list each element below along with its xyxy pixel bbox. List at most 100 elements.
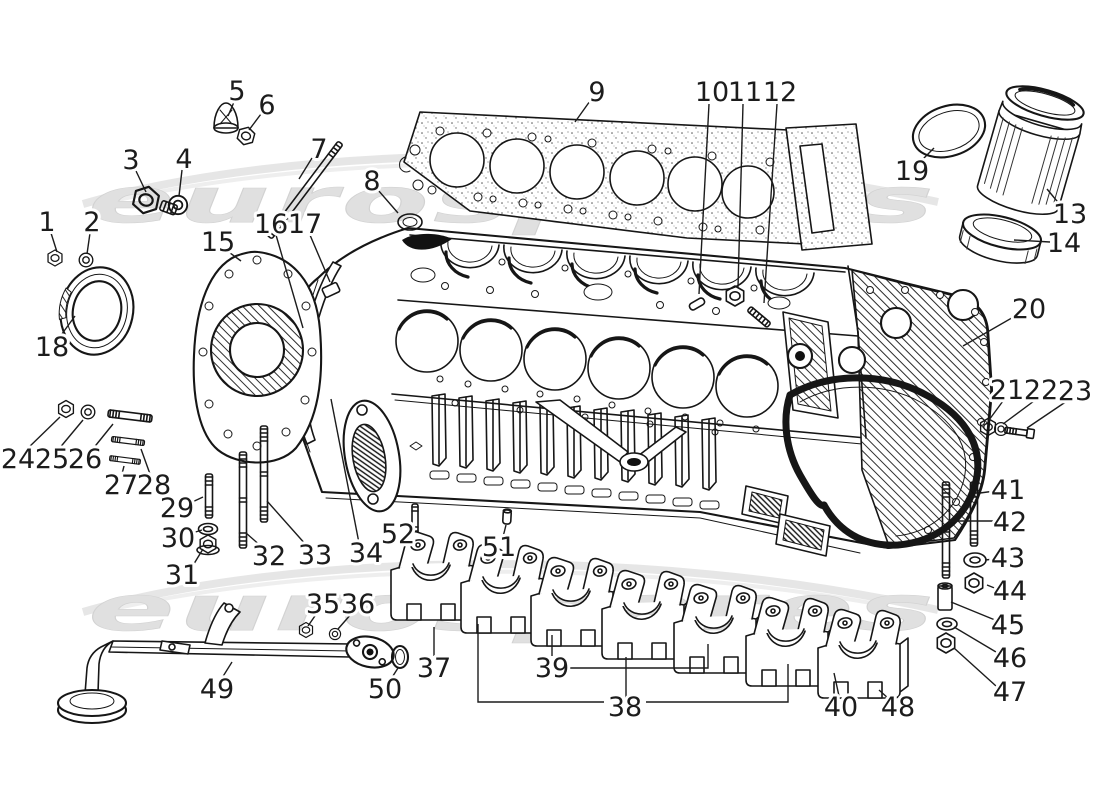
leader-line-33 (266, 500, 308, 547)
leader-line-36 (337, 612, 353, 630)
liner-oring-19 (911, 103, 987, 159)
callout-39: 39 (535, 653, 569, 684)
skirt-windows (429, 470, 720, 510)
callout-45: 45 (991, 610, 1025, 641)
stud-7 (267, 141, 343, 239)
nut-44 (964, 572, 984, 594)
callout-27: 27 (104, 470, 138, 501)
oil-pickup-pipe (56, 602, 410, 725)
callout-25: 25 (35, 444, 69, 475)
callout-13: 13 (1053, 199, 1087, 230)
leader-line-4 (178, 169, 183, 197)
deck-holes (410, 258, 804, 324)
flywheel-end (741, 265, 992, 557)
leader-line-21 (988, 400, 1004, 421)
callout-51: 51 (482, 532, 516, 563)
washer-30 (197, 522, 219, 536)
leader-line-32 (245, 532, 263, 548)
leader-line-12 (763, 103, 778, 304)
washer-2 (78, 252, 94, 268)
leader-line-43 (984, 558, 996, 561)
oil-pump-brace (409, 399, 687, 472)
leader-line-30 (188, 529, 203, 535)
callout-47: 47 (993, 677, 1027, 708)
callout-11: 11 (728, 77, 762, 108)
oring-8 (397, 213, 423, 231)
callout-6: 6 (258, 90, 275, 121)
callout-10: 10 (695, 77, 729, 108)
callout-1: 1 (38, 207, 55, 238)
callout-33: 33 (298, 540, 332, 571)
cylinder-liner-13 (976, 85, 1085, 216)
callout-15: 15 (201, 227, 235, 258)
engine-block (286, 226, 994, 557)
leader-line-35 (307, 612, 318, 627)
callout-22: 22 (1024, 375, 1058, 406)
leader-line-23 (1026, 400, 1068, 429)
callout-20: 20 (1012, 294, 1046, 325)
callout-40: 40 (824, 692, 858, 723)
leader-line-44 (986, 584, 998, 590)
front-cover-plate (192, 250, 323, 464)
callout-46: 46 (993, 643, 1027, 674)
crank-scallops (395, 309, 779, 418)
leader-line-48 (878, 689, 890, 700)
callout-28: 28 (137, 470, 171, 501)
nut-24 (57, 399, 75, 419)
callout-29: 29 (160, 493, 194, 524)
cylinder-liner-group (911, 85, 1085, 265)
callout-42: 42 (993, 507, 1027, 538)
nut-47 (936, 632, 956, 654)
callout-37: 37 (417, 653, 451, 684)
leader-line-40 (833, 672, 840, 697)
oring-50 (390, 644, 410, 670)
spacer-45 (937, 582, 953, 611)
washer-25 (80, 404, 96, 420)
leader-line-41 (979, 490, 996, 494)
leader-line-39 (568, 644, 709, 669)
stud-26 (106, 409, 154, 423)
washer-43 (963, 552, 987, 568)
callout-30: 30 (161, 523, 195, 554)
pickup-bracket (159, 602, 241, 655)
leader-line-45 (950, 601, 996, 621)
leader-line-20 (962, 314, 1018, 347)
callout-21: 21 (990, 375, 1024, 406)
callout-38: 38 (608, 692, 642, 723)
leader-line-16 (275, 234, 304, 329)
leader-line-28 (140, 448, 151, 475)
leader-line-49 (221, 661, 233, 679)
bolt-23 (1004, 426, 1036, 440)
leader-line-27 (121, 465, 125, 475)
sump-gasket-rim (782, 374, 982, 549)
pickup-flange (345, 635, 395, 669)
leader-line-9 (574, 100, 591, 123)
nut-6 (235, 124, 257, 148)
leader-line-22 (1002, 400, 1035, 425)
callout-19: 19 (895, 156, 929, 187)
callout-26: 26 (68, 444, 102, 475)
leader-line-13 (1046, 188, 1062, 207)
callout-16: 16 (254, 209, 288, 240)
callout-8: 8 (363, 166, 380, 197)
leader-line-8 (377, 189, 399, 214)
leader-line-46 (953, 626, 997, 653)
callout-4: 4 (175, 144, 192, 175)
callout-12: 12 (763, 77, 797, 108)
leader-line-34 (330, 398, 360, 544)
callout-50: 50 (368, 674, 402, 705)
flange-nut-31 (196, 534, 220, 556)
leader-line-2 (86, 232, 91, 255)
stud-29 (204, 473, 214, 519)
cylinder-bore-arches (440, 239, 815, 307)
stud-33 (259, 425, 269, 523)
callout-34: 34 (349, 538, 383, 569)
stud-28 (110, 435, 146, 447)
callout-52: 52 (381, 519, 415, 550)
leader-line-15 (225, 249, 242, 262)
callout-18: 18 (35, 332, 69, 363)
leader-line-1 (50, 232, 58, 253)
